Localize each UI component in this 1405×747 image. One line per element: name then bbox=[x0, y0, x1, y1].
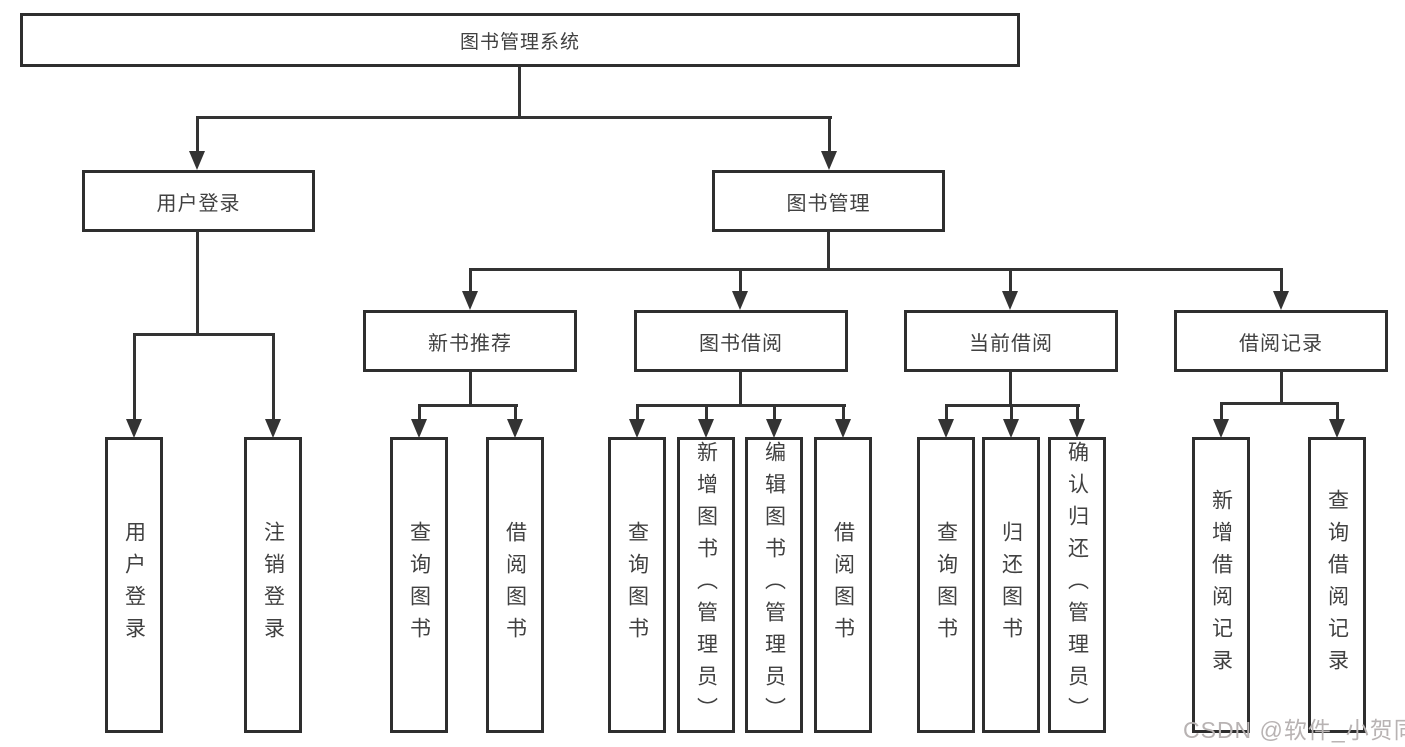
arrow-down-icon bbox=[766, 419, 782, 438]
connector-line bbox=[196, 116, 199, 154]
arrow-down-icon bbox=[189, 151, 205, 170]
connector-line bbox=[1009, 371, 1012, 407]
arrow-down-icon bbox=[1329, 419, 1345, 438]
leaf-add-books-admin-label: 新增图书（管理员） bbox=[694, 441, 718, 729]
connector-line bbox=[636, 404, 846, 407]
arrow-down-icon bbox=[126, 419, 142, 438]
arrow-down-icon bbox=[1213, 419, 1229, 438]
leaf-confirm-return-admin-label: 确认归还（管理员） bbox=[1065, 441, 1089, 729]
leaf-confirm-return-admin: 确认归还（管理员） bbox=[1048, 437, 1106, 733]
node-user-login-label: 用户登录 bbox=[156, 192, 241, 215]
leaf-borrow-books-recommend-label: 借阅图书 bbox=[503, 521, 527, 649]
arrow-down-icon bbox=[462, 291, 478, 310]
connector-line bbox=[272, 333, 275, 421]
connector-line bbox=[828, 116, 831, 154]
arrow-down-icon bbox=[821, 151, 837, 170]
node-new-book-recommend: 新书推荐 bbox=[363, 310, 577, 372]
connector-line bbox=[133, 333, 136, 421]
arrow-down-icon bbox=[507, 419, 523, 438]
node-book-management: 图书管理 bbox=[712, 170, 945, 232]
leaf-return-books: 归还图书 bbox=[982, 437, 1040, 733]
node-current-borrowing: 当前借阅 bbox=[904, 310, 1118, 372]
node-new-book-recommend-label: 新书推荐 bbox=[428, 332, 512, 355]
connector-line bbox=[196, 231, 199, 335]
leaf-add-borrow-record-label: 新增借阅记录 bbox=[1209, 489, 1233, 681]
leaf-edit-books-admin: 编辑图书（管理员） bbox=[745, 437, 803, 733]
connector-line bbox=[636, 404, 639, 422]
connector-line bbox=[196, 116, 832, 119]
leaf-edit-books-admin-label: 编辑图书（管理员） bbox=[762, 441, 786, 729]
node-current-borrowing-label: 当前借阅 bbox=[969, 332, 1053, 355]
arrow-down-icon bbox=[1003, 419, 1019, 438]
connector-line bbox=[469, 371, 472, 407]
arrow-down-icon bbox=[1273, 291, 1289, 310]
leaf-query-borrow-record-label: 查询借阅记录 bbox=[1325, 489, 1349, 681]
connector-line bbox=[514, 404, 517, 422]
node-book-borrowing-label: 图书借阅 bbox=[699, 332, 783, 355]
arrow-down-icon bbox=[411, 419, 427, 438]
arrow-down-icon bbox=[265, 419, 281, 438]
leaf-query-books-recommend: 查询图书 bbox=[390, 437, 448, 733]
arrow-down-icon bbox=[732, 291, 748, 310]
arrow-down-icon bbox=[1002, 291, 1018, 310]
connector-line bbox=[1220, 402, 1223, 422]
leaf-logout-label: 注销登录 bbox=[261, 521, 285, 649]
connector-line bbox=[739, 371, 742, 407]
arrow-down-icon bbox=[629, 419, 645, 438]
arrow-down-icon bbox=[835, 419, 851, 438]
leaf-query-books-recommend-label: 查询图书 bbox=[407, 521, 431, 649]
node-library-system: 图书管理系统 bbox=[20, 13, 1020, 67]
node-borrowing-records-label: 借阅记录 bbox=[1239, 332, 1323, 355]
connector-line bbox=[773, 404, 776, 422]
leaf-query-books-current-label: 查询图书 bbox=[934, 521, 958, 649]
connector-line bbox=[705, 404, 708, 422]
leaf-borrow-books-recommend: 借阅图书 bbox=[486, 437, 544, 733]
connector-line bbox=[469, 268, 472, 296]
node-book-management-label: 图书管理 bbox=[786, 192, 871, 215]
node-library-system-label: 图书管理系统 bbox=[459, 31, 580, 53]
csdn-watermark: CSDN @软件_小贺同学 bbox=[1183, 717, 1405, 743]
arrow-down-icon bbox=[1069, 419, 1085, 438]
leaf-query-borrow-record: 查询借阅记录 bbox=[1308, 437, 1366, 733]
connector-line bbox=[469, 268, 1283, 271]
node-user-login: 用户登录 bbox=[82, 170, 315, 232]
connector-line bbox=[518, 66, 521, 119]
connector-line bbox=[418, 404, 518, 407]
connector-line bbox=[1009, 268, 1012, 296]
leaf-return-books-label: 归还图书 bbox=[999, 521, 1023, 649]
leaf-borrow-books: 借阅图书 bbox=[814, 437, 872, 733]
leaf-query-books-borrow-label: 查询图书 bbox=[625, 521, 649, 649]
leaf-query-books-current: 查询图书 bbox=[917, 437, 975, 733]
node-borrowing-records: 借阅记录 bbox=[1174, 310, 1388, 372]
connector-line bbox=[842, 404, 845, 422]
leaf-user-login-label: 用户登录 bbox=[122, 521, 146, 649]
connector-line bbox=[1076, 404, 1079, 422]
connector-line bbox=[418, 404, 421, 422]
connector-line bbox=[739, 268, 742, 296]
connector-line bbox=[827, 231, 830, 271]
node-book-borrowing: 图书借阅 bbox=[634, 310, 848, 372]
connector-line bbox=[1220, 402, 1339, 405]
arrow-down-icon bbox=[698, 419, 714, 438]
connector-line bbox=[1336, 402, 1339, 422]
connector-line bbox=[1280, 268, 1283, 296]
connector-line bbox=[1010, 404, 1013, 422]
leaf-user-login: 用户登录 bbox=[105, 437, 163, 733]
connector-line bbox=[1280, 371, 1283, 405]
leaf-logout: 注销登录 bbox=[244, 437, 302, 733]
connector-line bbox=[945, 404, 948, 422]
leaf-add-borrow-record: 新增借阅记录 bbox=[1192, 437, 1250, 733]
leaf-add-books-admin: 新增图书（管理员） bbox=[677, 437, 735, 733]
leaf-borrow-books-label: 借阅图书 bbox=[831, 521, 855, 649]
leaf-query-books-borrow: 查询图书 bbox=[608, 437, 666, 733]
connector-line bbox=[133, 333, 275, 336]
arrow-down-icon bbox=[938, 419, 954, 438]
